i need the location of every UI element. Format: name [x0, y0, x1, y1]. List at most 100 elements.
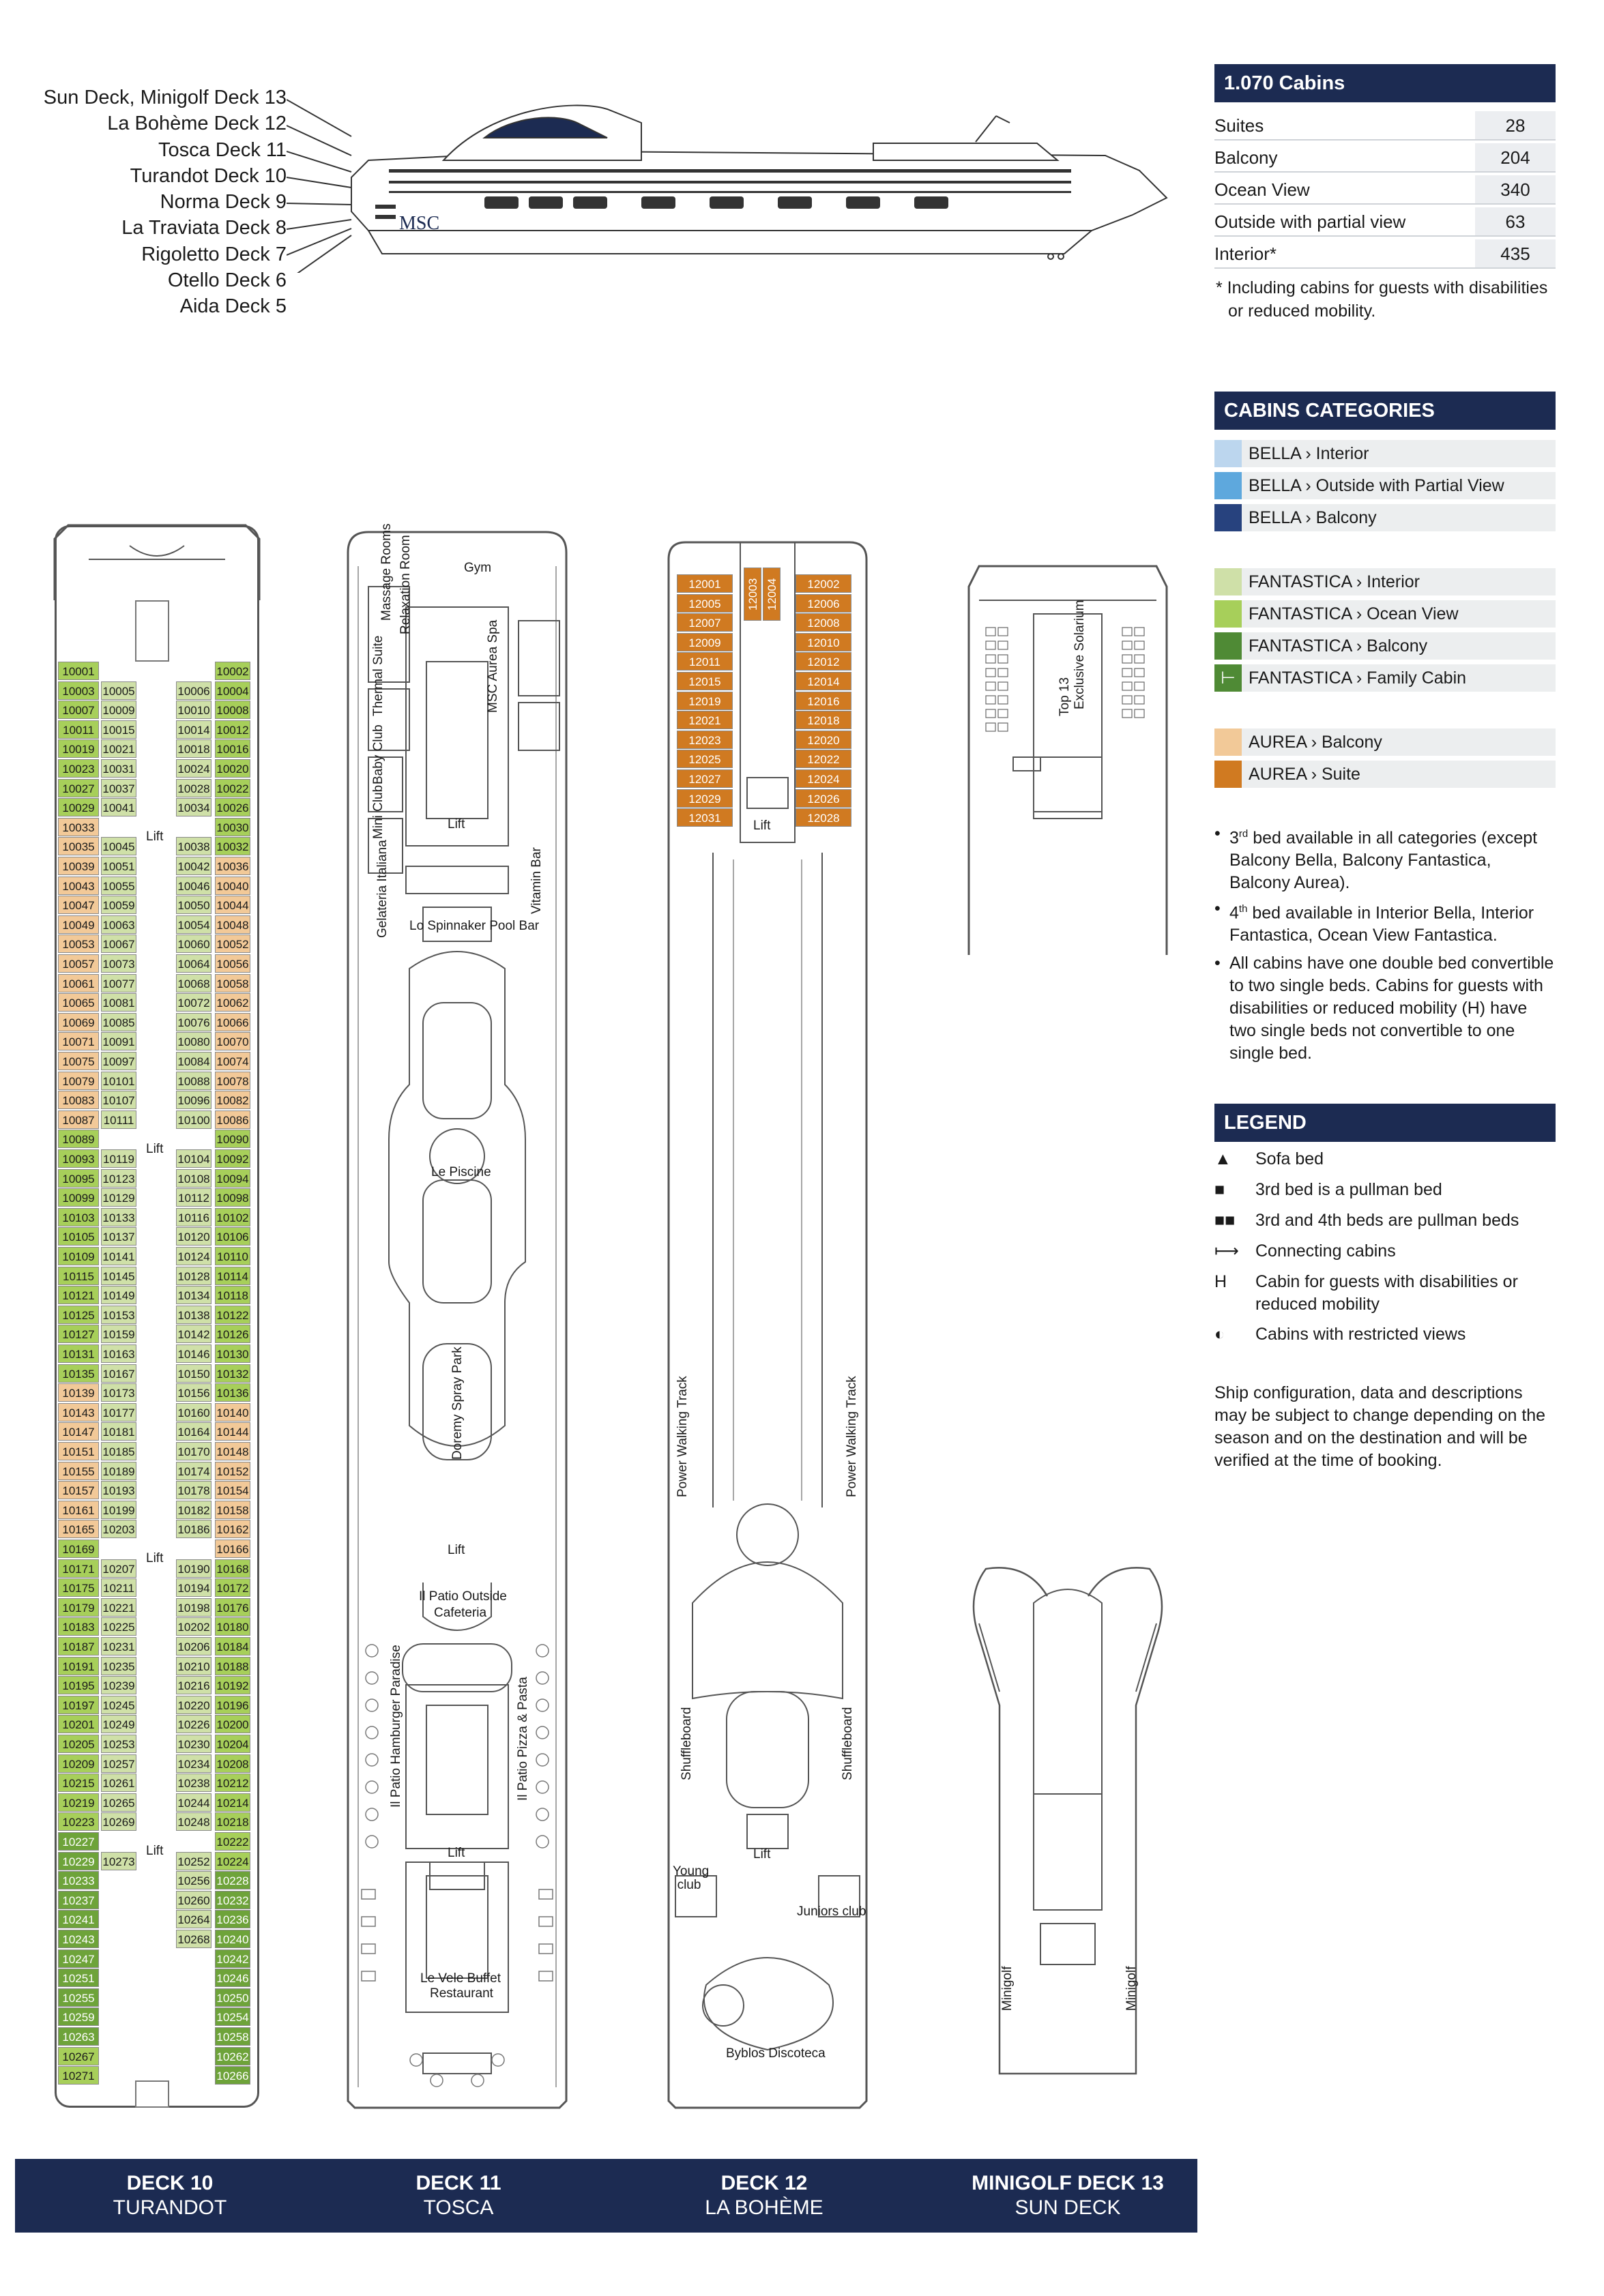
cabin[interactable]: 10107 — [101, 1091, 136, 1110]
cabin[interactable]: 10031 — [101, 759, 136, 778]
cabin[interactable]: 10215 — [58, 1773, 99, 1793]
cabin[interactable]: 10145 — [101, 1266, 136, 1285]
cabin[interactable]: 10146 — [176, 1344, 212, 1363]
cabin[interactable]: 10052 — [215, 934, 250, 954]
cabin[interactable]: 10169 — [58, 1540, 99, 1558]
cabin[interactable]: 10059 — [101, 896, 136, 915]
cabin[interactable]: 10002 — [215, 662, 250, 680]
cabin[interactable]: 10220 — [176, 1695, 212, 1714]
cabin[interactable]: 10019 — [58, 739, 99, 759]
cabin[interactable]: 10171 — [58, 1559, 99, 1578]
cabin[interactable]: 10128 — [176, 1266, 212, 1285]
cabin[interactable]: 10130 — [215, 1344, 250, 1363]
cabin[interactable]: 10164 — [176, 1422, 212, 1441]
cabin[interactable]: 10122 — [215, 1305, 250, 1324]
category-item[interactable]: BELLA › Interior — [1214, 440, 1556, 467]
cabin-suite[interactable]: 12007 — [677, 613, 733, 632]
cabin[interactable]: 10015 — [101, 720, 136, 739]
cabin[interactable]: 10176 — [215, 1598, 250, 1617]
cabin[interactable]: 10237 — [58, 1890, 99, 1909]
cabin[interactable]: 10222 — [215, 1832, 250, 1851]
cabin[interactable]: 10080 — [176, 1032, 212, 1051]
cabin[interactable]: 10009 — [101, 701, 136, 720]
cabin[interactable]: 10187 — [58, 1637, 99, 1655]
cabin[interactable]: 10086 — [215, 1110, 250, 1129]
cabin[interactable]: 10026 — [215, 798, 250, 817]
cabin-suite[interactable]: 12014 — [796, 672, 851, 690]
cabin[interactable]: 10262 — [215, 2046, 250, 2065]
cabin[interactable]: 10056 — [215, 954, 250, 973]
cabin-suite[interactable]: 12004 — [763, 568, 781, 621]
cabin[interactable]: 10203 — [101, 1520, 136, 1539]
cabin[interactable]: 10068 — [176, 973, 212, 992]
cabin[interactable]: 10108 — [176, 1168, 212, 1188]
cabin[interactable]: 10038 — [176, 837, 212, 856]
cabin-suite[interactable]: 12028 — [796, 808, 851, 827]
cabin[interactable]: 10162 — [215, 1520, 250, 1539]
cabin[interactable]: 10266 — [215, 2066, 250, 2085]
cabin[interactable]: 10232 — [215, 1890, 250, 1909]
cabin-suite[interactable]: 12018 — [796, 711, 851, 730]
cabin[interactable]: 10099 — [58, 1188, 99, 1207]
cabin[interactable]: 10091 — [101, 1032, 136, 1051]
cabin[interactable]: 10018 — [176, 739, 212, 759]
cabin[interactable]: 10265 — [101, 1793, 136, 1812]
cabin[interactable]: 10255 — [58, 1988, 99, 2007]
category-item[interactable]: FANTASTICA › Ocean View — [1214, 600, 1556, 628]
cabin-suite[interactable]: 12020 — [796, 730, 851, 749]
cabin[interactable]: 10163 — [101, 1344, 136, 1363]
cabin[interactable]: 10168 — [215, 1559, 250, 1578]
cabin[interactable]: 10094 — [215, 1168, 250, 1188]
cabin[interactable]: 10063 — [101, 915, 136, 934]
cabin[interactable]: 10264 — [176, 1910, 212, 1929]
cabin[interactable]: 10022 — [215, 778, 250, 797]
cabin-suite[interactable]: 12021 — [677, 711, 733, 730]
cabin[interactable]: 10053 — [58, 934, 99, 954]
cabin[interactable]: 10268 — [176, 1930, 212, 1948]
cabin[interactable]: 10190 — [176, 1559, 212, 1578]
cabin[interactable]: 10006 — [176, 681, 212, 700]
cabin[interactable]: 10230 — [176, 1735, 212, 1753]
cabin[interactable]: 10069 — [58, 1012, 99, 1031]
cabin[interactable]: 10084 — [176, 1052, 212, 1070]
cabin-suite[interactable]: 12011 — [677, 652, 733, 671]
cabin[interactable]: 10144 — [215, 1422, 250, 1441]
cabin[interactable]: 10233 — [58, 1871, 99, 1890]
cabin[interactable]: 10214 — [215, 1793, 250, 1812]
cabin[interactable]: 10205 — [58, 1735, 99, 1753]
deck-index-item[interactable]: Otello Deck 6 — [167, 269, 287, 292]
cabin[interactable]: 10076 — [176, 1012, 212, 1031]
cabin[interactable]: 10098 — [215, 1188, 250, 1207]
cabin[interactable]: 10198 — [176, 1598, 212, 1617]
cabin[interactable]: 10188 — [215, 1656, 250, 1675]
cabin[interactable]: 10172 — [215, 1578, 250, 1598]
cabin[interactable]: 10133 — [101, 1207, 136, 1226]
cabin[interactable]: 10012 — [215, 720, 250, 739]
cabin[interactable]: 10246 — [215, 1969, 250, 1988]
cabin[interactable]: 10065 — [58, 993, 99, 1012]
cabin[interactable]: 10102 — [215, 1207, 250, 1226]
cabin[interactable]: 10227 — [58, 1832, 99, 1851]
cabin[interactable]: 10081 — [101, 993, 136, 1012]
cabin[interactable]: 10050 — [176, 896, 212, 915]
cabin[interactable]: 10180 — [215, 1617, 250, 1636]
cabin[interactable]: 10070 — [215, 1032, 250, 1051]
cabin[interactable]: 10097 — [101, 1052, 136, 1070]
cabin[interactable]: 10175 — [58, 1578, 99, 1598]
cabin[interactable]: 10138 — [176, 1305, 212, 1324]
cabin[interactable]: 10024 — [176, 759, 212, 778]
cabin[interactable]: 10271 — [58, 2066, 99, 2085]
cabin[interactable]: 10186 — [176, 1520, 212, 1539]
cabin-suite[interactable]: 12024 — [796, 769, 851, 788]
cabin[interactable]: 10131 — [58, 1344, 99, 1363]
cabin[interactable]: 10092 — [215, 1149, 250, 1168]
category-item[interactable]: BELLA › Outside with Partial View — [1214, 472, 1556, 499]
cabin[interactable]: 10101 — [101, 1071, 136, 1090]
cabin-suite[interactable]: 12010 — [796, 632, 851, 651]
cabin[interactable]: 10234 — [176, 1754, 212, 1773]
cabin[interactable]: 10044 — [215, 896, 250, 915]
cabin[interactable]: 10201 — [58, 1715, 99, 1734]
cabin[interactable]: 10252 — [176, 1851, 212, 1870]
